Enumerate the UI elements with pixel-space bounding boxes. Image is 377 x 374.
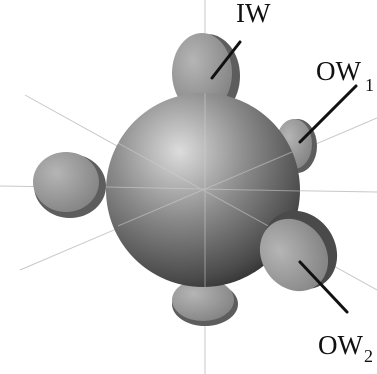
label-ow1: OW — [316, 56, 361, 86]
label-ow1-subscript: 1 — [365, 75, 374, 95]
disc-left — [33, 152, 106, 218]
label-ow2: OW — [318, 330, 363, 360]
label-iw: IW — [236, 0, 271, 28]
pointer-ow1 — [300, 86, 356, 142]
label-ow2-subscript: 2 — [364, 346, 373, 366]
